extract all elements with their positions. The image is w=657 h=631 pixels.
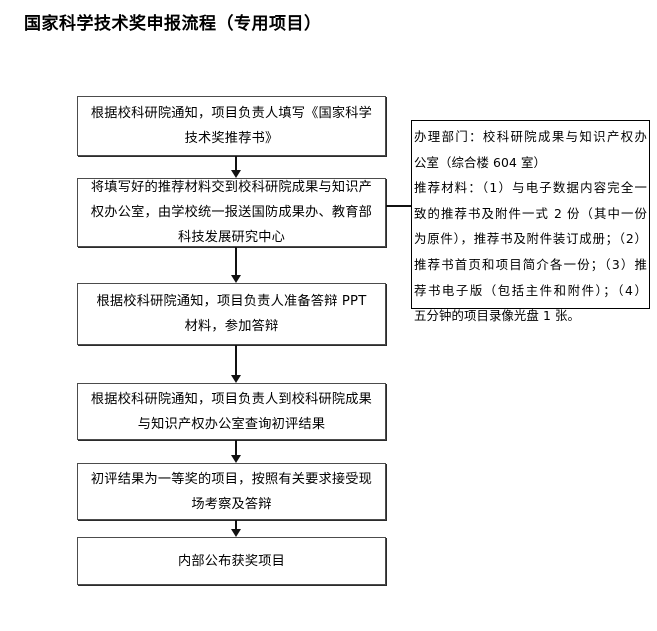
note-line-5: 为原件），推荐书及附件装订成册；（2） xyxy=(414,231,647,247)
arrow-down-icon-1 xyxy=(231,156,242,178)
arrow-stem xyxy=(235,247,237,275)
arrow-down-icon-5 xyxy=(231,520,242,537)
arrow-down-icon-3 xyxy=(231,345,242,383)
note-line-1: 办理部门：校科研院成果与知识产权办 xyxy=(414,129,647,144)
arrow-head xyxy=(231,375,241,383)
note-line-2: 公室（综合楼 604 室） xyxy=(414,154,546,170)
page-title: 国家科学技术奖申报流程（专用项目） xyxy=(24,14,322,34)
arrow-head xyxy=(231,170,241,178)
note-connector-line xyxy=(386,205,412,207)
arrow-down-icon-4 xyxy=(231,440,242,463)
arrow-stem xyxy=(235,520,237,529)
note-line-8: 五分钟的项目录像光盘 1 张。 xyxy=(414,308,580,324)
arrow-head xyxy=(231,529,241,537)
flow-step-box-1: 根据校科研院通知，项目负责人填写《国家科学技术奖推荐书》 xyxy=(77,96,386,156)
arrow-head xyxy=(231,455,241,463)
note-line-7: 荐书电子版（包括主件和附件）；（4） xyxy=(414,282,647,298)
note-line-3: 推荐材料：（1）与电子数据内容完全一 xyxy=(414,180,647,196)
flow-step-text-1: 根据校科研院通知，项目负责人填写《国家科学技术奖推荐书》 xyxy=(90,106,373,146)
flow-step-box-3: 根据校科研院通知，项目负责人准备答辩 PPT 材料，参加答辩 xyxy=(77,283,386,345)
arrow-down-icon-2 xyxy=(231,247,242,283)
flow-step-text-4: 根据校科研院通知，项目负责人到校科研院成果与知识产权办公室查询初评结果 xyxy=(90,391,373,432)
note-box: 办理部门：校科研院成果与知识产权办 公室（综合楼 604 室） 推荐材料：（1）… xyxy=(411,120,650,323)
flow-step-text-3: 根据校科研院通知，项目负责人准备答辩 PPT 材料，参加答辩 xyxy=(96,294,367,334)
flow-step-box-6: 内部公布获奖项目 xyxy=(77,537,386,585)
flow-step-box-2: 将填写好的推荐材料交到校科研院成果与知识产权办公室，由学校统一报送国防成果办、教… xyxy=(77,178,386,247)
arrow-stem xyxy=(235,156,237,170)
arrow-head xyxy=(231,275,241,283)
arrow-stem xyxy=(235,345,237,375)
arrow-stem xyxy=(235,440,237,455)
note-line-4: 致的推荐书及附件一式 2 份（其中一份 xyxy=(414,205,647,221)
note-line-6: 推荐书首页和项目简介各一份；（3）推 xyxy=(414,256,647,272)
flow-step-box-5: 初评结果为一等奖的项目，按照有关要求接受现场考察及答辩 xyxy=(77,463,386,520)
flow-step-box-4: 根据校科研院通知，项目负责人到校科研院成果与知识产权办公室查询初评结果 xyxy=(77,383,386,440)
flow-step-text-6: 内部公布获奖项目 xyxy=(177,553,286,569)
flow-step-text-5: 初评结果为一等奖的项目，按照有关要求接受现场考察及答辩 xyxy=(90,471,373,512)
flow-step-text-2: 将填写好的推荐材料交到校科研院成果与知识产权办公室，由学校统一报送国防成果办、教… xyxy=(90,180,373,245)
